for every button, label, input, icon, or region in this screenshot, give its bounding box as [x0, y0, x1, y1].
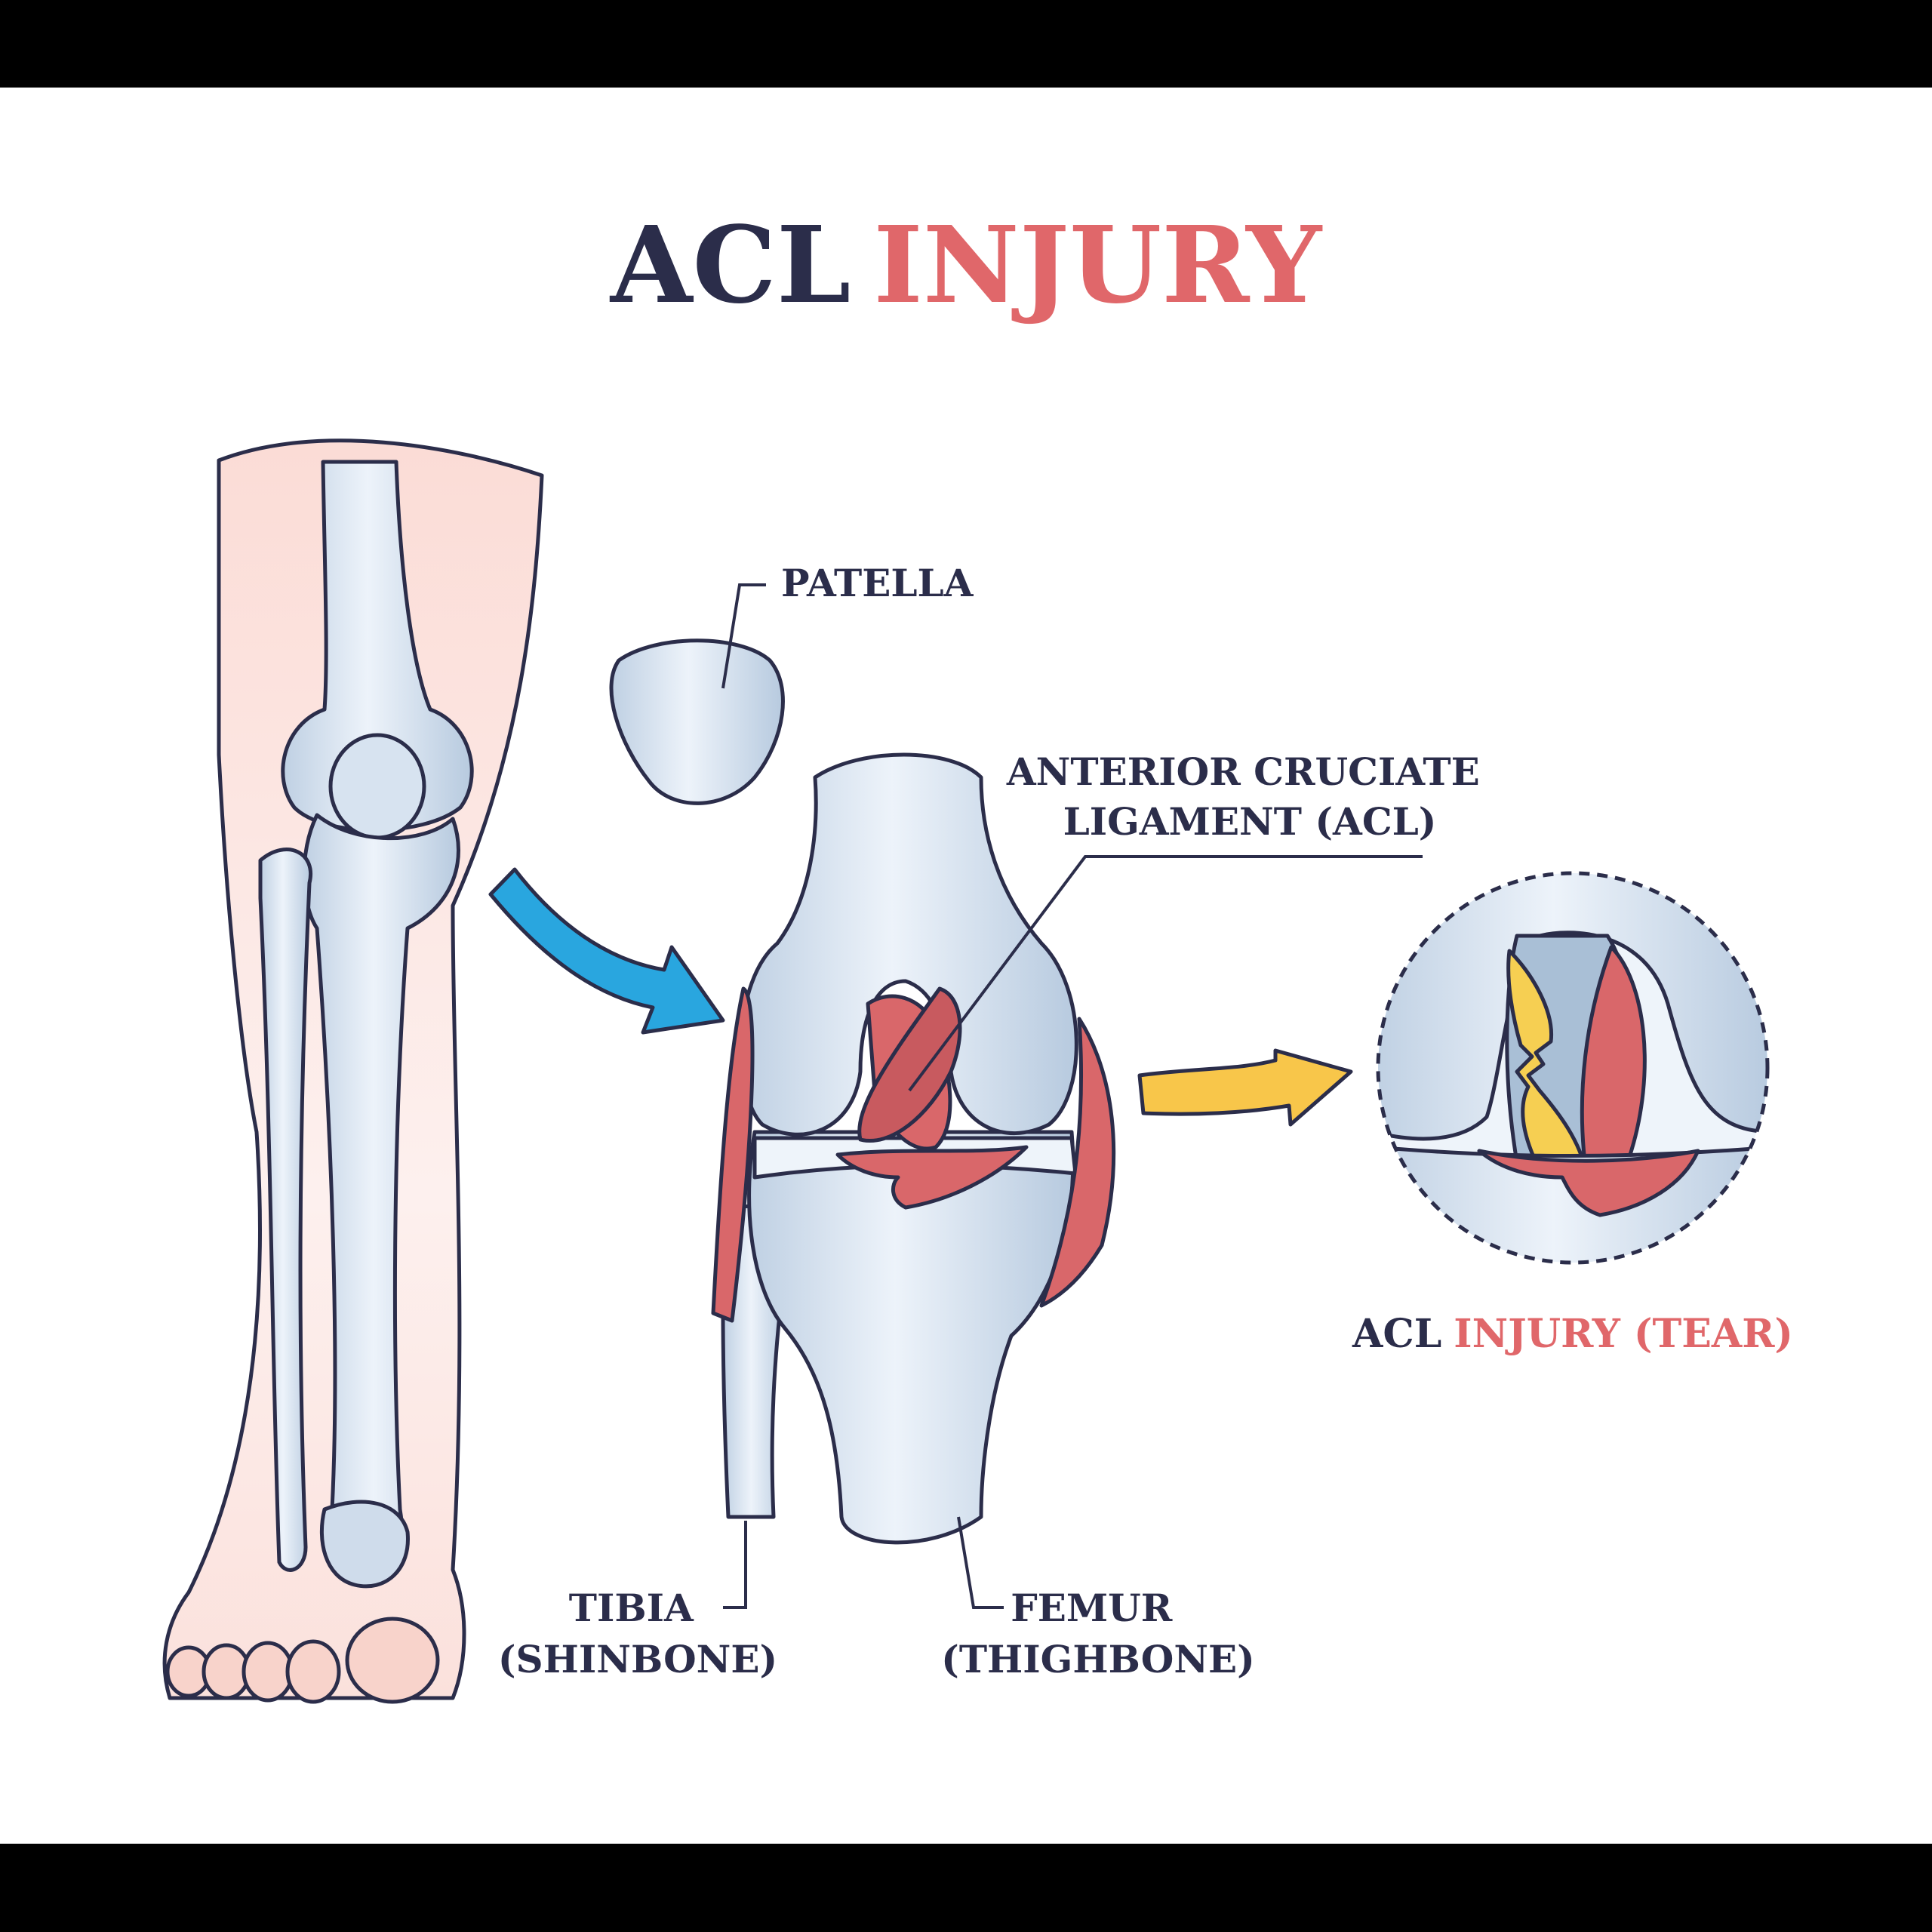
acl-label-line2: LIGAMENT (ACL) — [1063, 799, 1437, 844]
yellow-arrow-icon — [1137, 1048, 1353, 1127]
acl-label: ANTERIOR CRUCIATE LIGAMENT (ACL) — [1006, 749, 1493, 844]
acl-label-line1: ANTERIOR CRUCIATE — [1006, 749, 1480, 794]
patella-label: PATELLA — [781, 561, 974, 605]
tear-caption: ACL INJURY (TEAR) — [1352, 1311, 1793, 1357]
patella-bone — [609, 638, 785, 805]
zoom-meniscus-ligament — [1477, 1149, 1700, 1217]
leg-ankle — [319, 1500, 410, 1589]
title-part2: INJURY — [873, 204, 1323, 328]
zoom-circle — [1376, 871, 1770, 1265]
knee-joint — [711, 752, 1116, 1545]
knee-lower-bone — [747, 1130, 1075, 1545]
femur-label-line1: FEMUR — [1011, 1586, 1173, 1630]
knee-pcl-ligament — [857, 986, 962, 1143]
tibia-label-line1: TIBIA — [569, 1586, 694, 1630]
leg-fibula — [258, 848, 312, 1572]
leg-illustration — [162, 438, 544, 1704]
title-part1: ACL — [609, 204, 851, 328]
acl-leader — [908, 855, 1423, 1092]
leg-toes — [165, 1617, 440, 1704]
patella-leader — [721, 583, 766, 689]
blue-arrow-icon — [488, 867, 725, 1035]
caption-part2: INJURY (TEAR) — [1454, 1311, 1793, 1357]
tibia-leader — [723, 1521, 747, 1609]
tibia-label: TIBIA (SHINBONE) — [498, 1586, 777, 1681]
knee-meniscus-ligament — [835, 1145, 1029, 1210]
knee-left-collateral — [711, 986, 755, 1323]
tibia-label-line2: (SHINBONE) — [498, 1637, 777, 1681]
femur-label: FEMUR (THIGHBONE) — [941, 1586, 1255, 1681]
leg-patella — [328, 733, 426, 840]
knee-right-collateral — [1039, 1017, 1116, 1308]
caption-part1: ACL — [1352, 1311, 1441, 1357]
femur-leader — [957, 1516, 1004, 1609]
femur-label-line2: (THIGHBONE) — [941, 1637, 1255, 1681]
